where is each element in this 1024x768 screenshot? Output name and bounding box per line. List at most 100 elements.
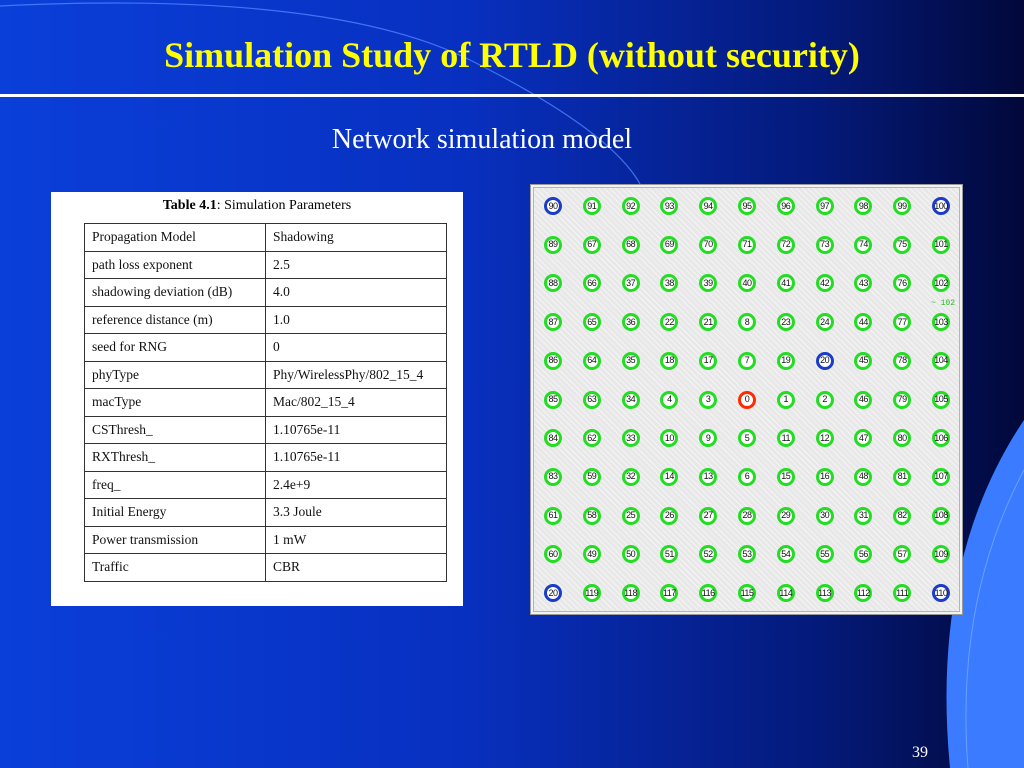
network-node: 14 bbox=[660, 467, 679, 486]
network-node: 119 bbox=[582, 584, 601, 602]
network-node: 18 bbox=[660, 351, 679, 370]
network-node: 25 bbox=[621, 506, 640, 525]
network-node: 86 bbox=[544, 351, 562, 370]
network-node: 85 bbox=[544, 390, 562, 409]
network-node: 40 bbox=[738, 274, 756, 293]
page-number: 39 bbox=[912, 744, 928, 761]
network-node: 102 bbox=[932, 274, 950, 293]
network-node: 91 bbox=[582, 197, 601, 215]
param-name-cell: Propagation Model bbox=[84, 223, 266, 252]
param-name-cell: reference distance (m) bbox=[84, 305, 266, 334]
network-node: 42 bbox=[815, 274, 834, 293]
param-name-cell: CSThresh_ bbox=[84, 415, 266, 444]
table-row: freq_2.4e+9 bbox=[84, 470, 447, 499]
network-node: 77 bbox=[893, 313, 912, 332]
param-value-cell: 3.3 Joule bbox=[265, 498, 447, 527]
param-value-cell: 1.10765e-11 bbox=[265, 443, 447, 472]
param-name-cell: path loss exponent bbox=[84, 250, 266, 279]
network-node: 48 bbox=[854, 467, 873, 486]
param-name-cell: RXThresh_ bbox=[84, 443, 266, 472]
network-node: 17 bbox=[699, 351, 718, 370]
param-value-cell: Phy/WirelessPhy/802_15_4 bbox=[265, 360, 447, 389]
network-node: 13 bbox=[699, 467, 718, 486]
param-value-cell: 0 bbox=[265, 333, 447, 362]
network-node: 37 bbox=[621, 274, 640, 293]
network-node: 100 bbox=[932, 197, 950, 215]
network-node: 64 bbox=[582, 351, 601, 370]
network-node: 15 bbox=[776, 467, 795, 486]
network-node: 98 bbox=[854, 197, 873, 215]
network-node: 1 bbox=[776, 390, 795, 409]
network-node: 55 bbox=[815, 545, 834, 564]
network-node: 105 bbox=[932, 390, 950, 409]
slide-subtitle: Network simulation model bbox=[331, 124, 633, 155]
table-caption-number: Table 4.1 bbox=[162, 198, 217, 213]
network-node: 106 bbox=[932, 429, 950, 448]
network-node: 71 bbox=[738, 235, 756, 254]
network-node: 57 bbox=[893, 545, 912, 564]
network-node: 63 bbox=[582, 390, 601, 409]
network-node: 65 bbox=[582, 313, 601, 332]
network-node: 62 bbox=[582, 429, 601, 448]
network-node: 70 bbox=[699, 235, 718, 254]
network-node: 20 bbox=[544, 584, 562, 602]
network-node: 21 bbox=[699, 313, 718, 332]
network-node: 68 bbox=[621, 235, 640, 254]
network-node: 53 bbox=[738, 545, 756, 564]
param-name-cell: phyType bbox=[84, 360, 266, 389]
network-node: 84 bbox=[544, 429, 562, 448]
network-node: 78 bbox=[893, 351, 912, 370]
edge-label: ~ 102 bbox=[931, 299, 956, 308]
table-caption-text: : Simulation Parameters bbox=[216, 198, 352, 213]
param-name-cell: macType bbox=[84, 388, 266, 417]
network-node: 16 bbox=[815, 467, 834, 486]
network-node: 80 bbox=[893, 429, 912, 448]
network-node: 59 bbox=[582, 467, 601, 486]
network-node: 19 bbox=[776, 351, 795, 370]
network-node: 67 bbox=[582, 235, 601, 254]
network-node: 27 bbox=[699, 506, 718, 525]
network-node: 33 bbox=[621, 429, 640, 448]
param-value-cell: CBR bbox=[265, 553, 447, 582]
param-value-cell: 1.10765e-11 bbox=[265, 415, 447, 444]
param-value-cell: 4.0 bbox=[265, 278, 447, 307]
network-node: 31 bbox=[854, 506, 873, 525]
network-node: 7 bbox=[738, 351, 756, 370]
table-caption: Table 4.1: Simulation Parameters bbox=[51, 198, 463, 214]
network-node: 83 bbox=[544, 467, 562, 486]
network-node: 10 bbox=[660, 429, 679, 448]
network-node: 117 bbox=[660, 584, 679, 602]
network-node: 112 bbox=[854, 584, 873, 602]
network-node: 69 bbox=[660, 235, 679, 254]
network-node: 30 bbox=[815, 506, 834, 525]
param-value-cell: Shadowing bbox=[265, 223, 447, 252]
network-node: 36 bbox=[621, 313, 640, 332]
network-node: 111 bbox=[893, 584, 912, 602]
network-node: 113 bbox=[815, 584, 834, 602]
network-node: 101 bbox=[932, 235, 950, 254]
network-node: 96 bbox=[776, 197, 795, 215]
table-row: RXThresh_1.10765e-11 bbox=[84, 443, 447, 472]
param-value-cell: Mac/802_15_4 bbox=[265, 388, 447, 417]
network-node: 26 bbox=[660, 506, 679, 525]
table-row: CSThresh_1.10765e-11 bbox=[84, 415, 447, 444]
network-node: 51 bbox=[660, 545, 679, 564]
network-node: 38 bbox=[660, 274, 679, 293]
param-value-cell: 1.0 bbox=[265, 305, 447, 334]
network-node: 32 bbox=[621, 467, 640, 486]
network-node: 3 bbox=[699, 390, 718, 409]
network-node: 81 bbox=[893, 467, 912, 486]
network-node: 103 bbox=[932, 313, 950, 332]
param-name-cell: shadowing deviation (dB) bbox=[84, 278, 266, 307]
network-node: 76 bbox=[893, 274, 912, 293]
network-node: 107 bbox=[932, 467, 950, 486]
network-node: 87 bbox=[544, 313, 562, 332]
